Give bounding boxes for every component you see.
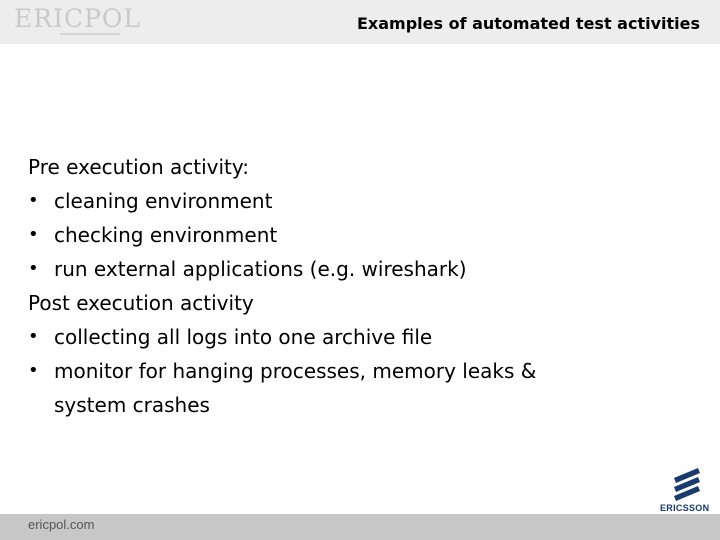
list-item-text: checking environment [54,223,278,247]
list-item-text: run external applications (e.g. wireshar… [54,257,467,281]
list-item-text: monitor for hanging processes, memory le… [54,359,537,383]
bullet-icon: • [28,258,39,279]
list-item-text: collecting all logs into one archive fil… [54,325,433,349]
content-body: Pre execution activity: • cleaning envir… [28,150,688,422]
ericsson-logo-icon [674,468,700,501]
slide-title: Examples of automated test activities [356,14,700,33]
list-item-continuation: system crashes [54,393,210,417]
bullet-icon: • [28,190,39,211]
bullet-icon: • [28,326,39,347]
pre-execution-heading: Pre execution activity: [28,155,249,179]
list-item: • cleaning environment [28,184,688,218]
header-band [0,0,720,44]
footer-band [0,514,720,540]
bullet-icon: • [28,224,39,245]
footer-site: ericpol.com [28,517,95,532]
list-item: • run external applications (e.g. wiresh… [28,252,688,286]
ericsson-logo-text: ERICSSON [660,503,710,513]
post-execution-heading: Post execution activity [28,291,254,315]
logo-tagline-graphic [60,33,120,35]
bullet-icon: • [28,360,39,381]
list-item: • collecting all logs into one archive f… [28,320,688,354]
list-item: • checking environment [28,218,688,252]
list-item-text: cleaning environment [54,189,273,213]
ericpol-logo-text: ERICPOL [14,4,141,33]
list-item: • monitor for hanging processes, memory … [28,354,688,388]
